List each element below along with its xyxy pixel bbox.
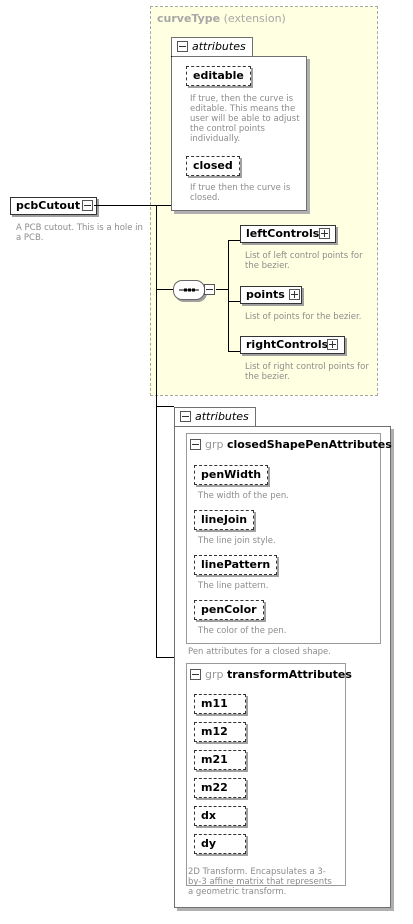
element-name: leftControls xyxy=(246,227,320,240)
attribute-penColor[interactable]: penColor xyxy=(194,600,264,620)
group-description: 2D Transform. Encapsulates a 3-by-3 affi… xyxy=(188,867,332,897)
extension-kind: (extension) xyxy=(223,12,286,25)
attribute-editable[interactable]: editable xyxy=(186,66,251,86)
attribute-name: closed xyxy=(193,159,233,172)
attribute-m12[interactable]: m12 xyxy=(194,722,246,742)
attribute-name: m21 xyxy=(201,753,228,766)
root-description: A PCB cutout. This is a hole in a PCB. xyxy=(16,223,143,243)
attribute-name: editable xyxy=(193,69,244,82)
collapse-icon[interactable] xyxy=(180,410,191,422)
expand-icon[interactable] xyxy=(289,289,300,300)
group-header[interactable]: grp transformAttributes xyxy=(190,668,352,682)
attribute-m11[interactable]: m11 xyxy=(194,694,246,714)
ext-attributes-label: attributes xyxy=(192,40,246,53)
extension-title: curveType (extension) xyxy=(157,12,286,26)
attribute-dx[interactable]: dx xyxy=(194,806,246,826)
collapse-icon[interactable] xyxy=(190,668,201,680)
element-name: pcbCutout xyxy=(16,199,81,212)
attribute-name: penColor xyxy=(201,603,257,616)
attribute-name: lineJoin xyxy=(201,513,248,526)
attribute-name: m12 xyxy=(201,725,228,738)
child-element-leftControls[interactable]: leftControls xyxy=(240,225,337,243)
sequence-icon xyxy=(179,288,199,292)
attribute-dy[interactable]: dy xyxy=(194,834,246,854)
child-element-rightControls[interactable]: rightControls xyxy=(240,336,346,354)
extension-name: curveType xyxy=(157,12,221,25)
child-description: List of points for the bezier. xyxy=(245,312,362,322)
group-name: closedShapePenAttributes xyxy=(227,438,392,451)
attribute-description: The width of the pen. xyxy=(198,491,289,501)
attribute-lineJoin[interactable]: lineJoin xyxy=(194,510,255,530)
attribute-description: The color of the pen. xyxy=(198,626,287,636)
collapse-icon[interactable] xyxy=(190,438,201,450)
attribute-linePattern[interactable]: linePattern xyxy=(194,555,278,575)
collapse-icon[interactable] xyxy=(204,284,215,295)
attribute-description: The line pattern. xyxy=(198,581,269,591)
expand-icon[interactable] xyxy=(319,228,330,239)
attribute-description: If true, then the curve is editable. Thi… xyxy=(190,94,300,144)
child-element-points[interactable]: points xyxy=(240,286,302,304)
attributes-tab[interactable]: attributes xyxy=(174,407,256,427)
attributes-label: attributes xyxy=(195,410,249,423)
ext-attributes-tab[interactable]: attributes xyxy=(171,37,253,57)
attribute-description: The line join style. xyxy=(198,536,276,546)
attribute-m21[interactable]: m21 xyxy=(194,750,246,770)
group-kind: grp xyxy=(205,438,224,451)
attribute-name: m11 xyxy=(201,697,228,710)
sequence-compositor[interactable] xyxy=(173,280,205,300)
group-kind: grp xyxy=(205,668,224,681)
group-description: Pen attributes for a closed shape. xyxy=(188,647,331,657)
collapse-icon[interactable] xyxy=(82,200,93,211)
attribute-penWidth[interactable]: penWidth xyxy=(194,465,269,485)
child-description: List of right control points for the bez… xyxy=(245,362,369,382)
attribute-name: dy xyxy=(201,837,217,850)
element-name: rightControls xyxy=(246,338,329,351)
collapse-icon[interactable] xyxy=(177,40,188,52)
attribute-closed[interactable]: closed xyxy=(186,156,240,176)
expand-icon[interactable] xyxy=(327,339,338,350)
group-name: transformAttributes xyxy=(227,668,352,681)
group-header[interactable]: grp closedShapePenAttributes xyxy=(190,438,392,452)
attribute-name: m22 xyxy=(201,781,228,794)
element-name: points xyxy=(246,288,285,301)
root-element[interactable]: pcbCutout xyxy=(10,197,98,215)
attribute-description: If true then the curve is closed. xyxy=(190,183,291,203)
child-description: List of left control points for the bezi… xyxy=(245,251,363,271)
attribute-name: dx xyxy=(201,809,216,822)
attribute-name: penWidth xyxy=(201,468,262,481)
attribute-m22[interactable]: m22 xyxy=(194,778,246,798)
attribute-name: linePattern xyxy=(201,558,271,571)
